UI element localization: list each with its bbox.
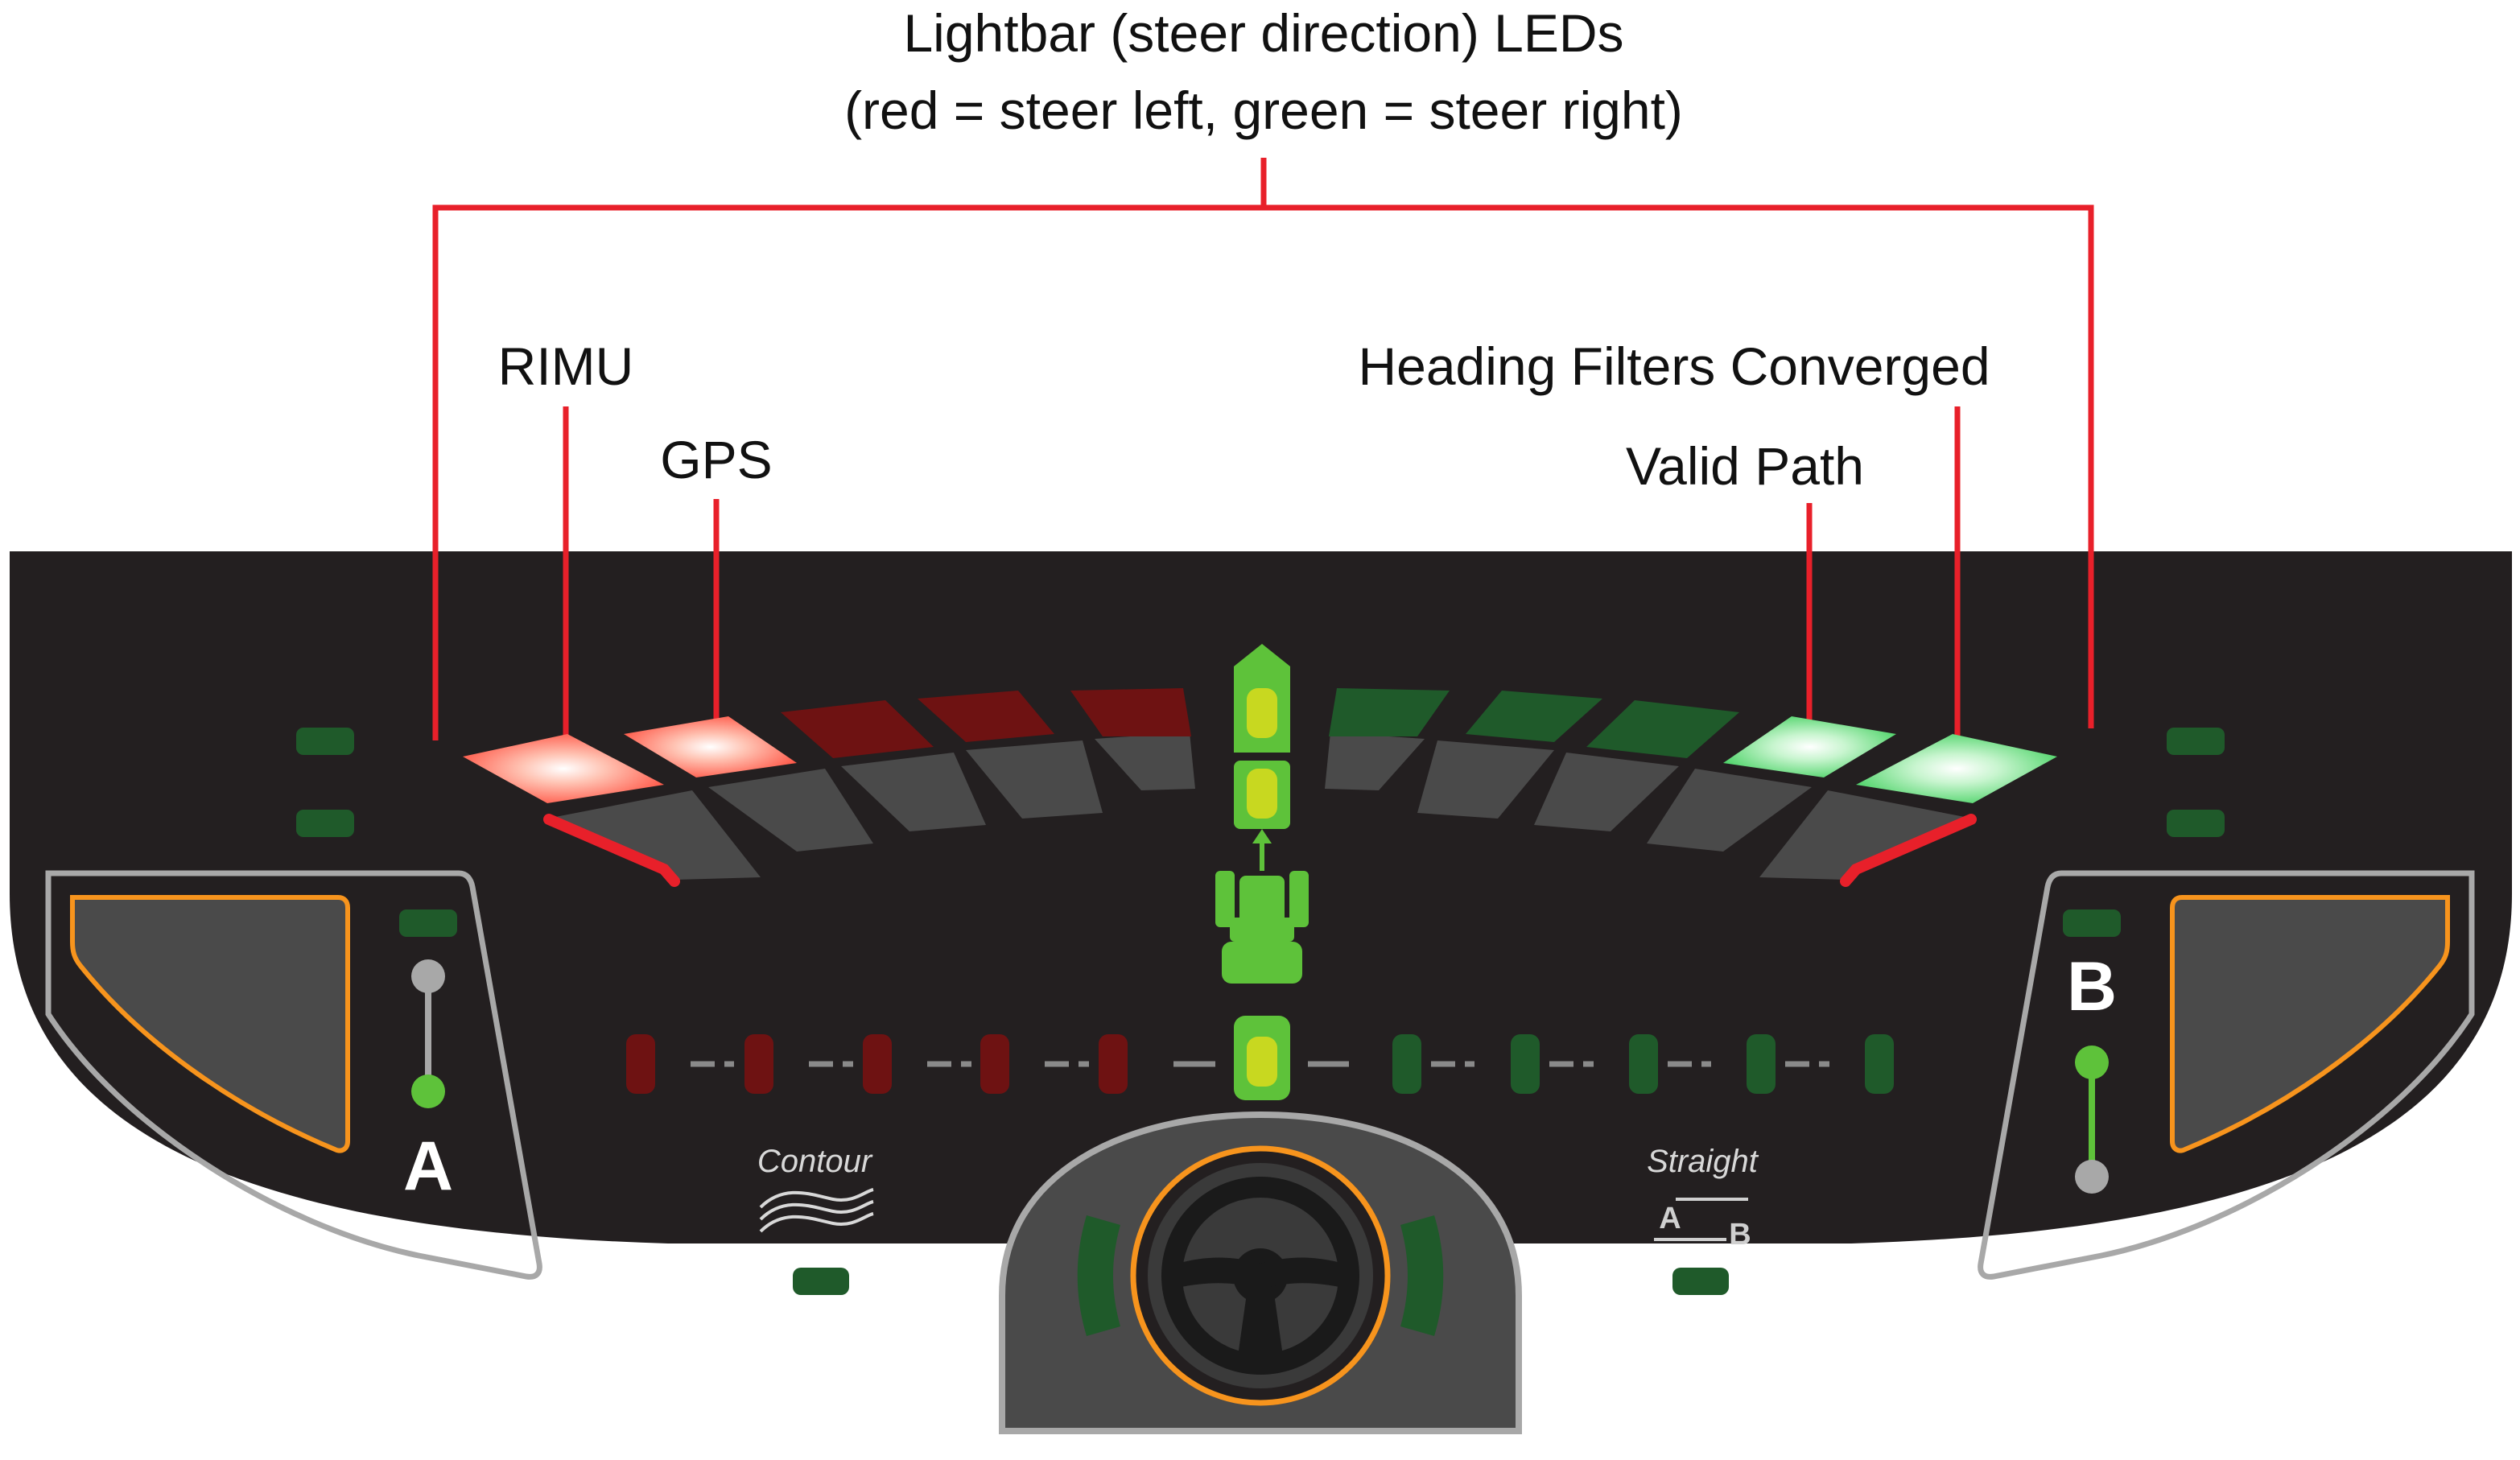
engage-indicator-right — [1400, 1215, 1444, 1336]
lightbar-key — [555, 790, 761, 880]
led-green-dim — [1466, 691, 1602, 742]
led-green-dim — [1329, 688, 1450, 736]
straight-ab-icon: A B — [1654, 1198, 1751, 1252]
guidance-led-row — [626, 1034, 1894, 1094]
guidance-led-green — [1747, 1034, 1776, 1094]
led-green-dim — [1586, 700, 1739, 758]
lightbar-left-leds — [463, 688, 1191, 803]
led-heading-filters-lit — [1856, 734, 2057, 803]
straight-icon-b: B — [1729, 1218, 1751, 1252]
guidance-led-green — [1629, 1034, 1658, 1094]
rimu-callout: RIMU — [498, 336, 634, 396]
lightbar-key — [966, 740, 1103, 819]
engage-indicator-left — [1077, 1215, 1120, 1336]
lightbar-right-leds — [1329, 688, 2057, 803]
straight-icon-a: A — [1659, 1202, 1681, 1235]
guidance-led-red — [626, 1034, 655, 1094]
guidance-led-red — [1099, 1034, 1128, 1094]
lightbar-key — [708, 769, 873, 852]
guidance-led-red — [863, 1034, 892, 1094]
lightbar-key — [1534, 753, 1679, 831]
point-a-button[interactable] — [70, 895, 350, 1153]
led-red-dim — [918, 691, 1054, 742]
right-pod-frame — [1978, 870, 2475, 1280]
lightbar-callout-subtitle: (red = steer left, green = steer right) — [844, 80, 1683, 140]
point-a-inactive-dot — [411, 959, 445, 993]
lightbar-key — [1095, 732, 1195, 790]
side-led-left-upper — [296, 728, 354, 755]
point-b-label: B — [2067, 948, 2117, 1025]
lightbar-callout-title: Lightbar (steer direction) LEDs — [903, 3, 1623, 63]
led-gps-lit — [624, 716, 797, 777]
callout-lines — [432, 158, 2094, 744]
lightbar-edge-left — [543, 814, 680, 887]
guidance-led-green — [1511, 1034, 1540, 1094]
lightbar-lower-keys — [555, 732, 1965, 880]
point-b-active-dot — [2075, 1046, 2109, 1079]
on-line-led — [1247, 688, 1277, 738]
contour-icon — [759, 1188, 874, 1233]
lightbar-edge-right — [1840, 814, 1977, 887]
valid-path-callout: Valid Path — [1626, 436, 1864, 496]
point-a-label: A — [403, 1128, 453, 1205]
side-led-left-lower — [296, 810, 354, 837]
guidance-led-green — [1865, 1034, 1894, 1094]
straight-mode-button[interactable] — [1672, 1268, 1729, 1295]
side-led-right-upper — [2167, 728, 2225, 755]
lightbar-key — [1647, 769, 1812, 852]
point-b-status-led — [2063, 909, 2121, 937]
center-indicator-stack — [1215, 644, 1309, 1100]
point-b-button[interactable] — [2170, 895, 2450, 1153]
lightbar-key — [1417, 740, 1554, 819]
left-pod-frame — [45, 870, 542, 1280]
point-b-inactive-dot — [2075, 1160, 2109, 1194]
contour-label: Contour — [757, 1144, 873, 1179]
lightbar-key — [1759, 790, 1965, 880]
on-line-led — [1247, 769, 1277, 819]
straight-label: Straight — [1647, 1144, 1759, 1179]
led-rimu-lit — [463, 734, 664, 803]
led-valid-path-lit — [1723, 716, 1896, 777]
guidance-led-green — [1392, 1034, 1421, 1094]
direction-arrow-icon — [1252, 829, 1272, 843]
point-a-status-led — [399, 909, 457, 937]
led-red-dim — [1070, 688, 1191, 736]
side-led-right-lower — [2167, 810, 2225, 837]
led-red-dim — [781, 700, 934, 758]
lightbar-key — [1325, 732, 1425, 790]
gps-callout: GPS — [660, 430, 772, 489]
steering-wheel-icon — [1161, 1177, 1359, 1375]
guidance-led-red — [980, 1034, 1009, 1094]
contour-mode-button[interactable] — [793, 1268, 849, 1295]
implement-led — [1247, 1037, 1277, 1087]
side-status-leds — [296, 728, 2225, 837]
tractor-icon — [1215, 871, 1309, 984]
lightbar-key — [841, 753, 986, 831]
heading-filters-callout: Heading Filters Converged — [1358, 336, 1990, 396]
point-a-active-dot — [411, 1074, 445, 1108]
guidance-led-red — [744, 1034, 773, 1094]
